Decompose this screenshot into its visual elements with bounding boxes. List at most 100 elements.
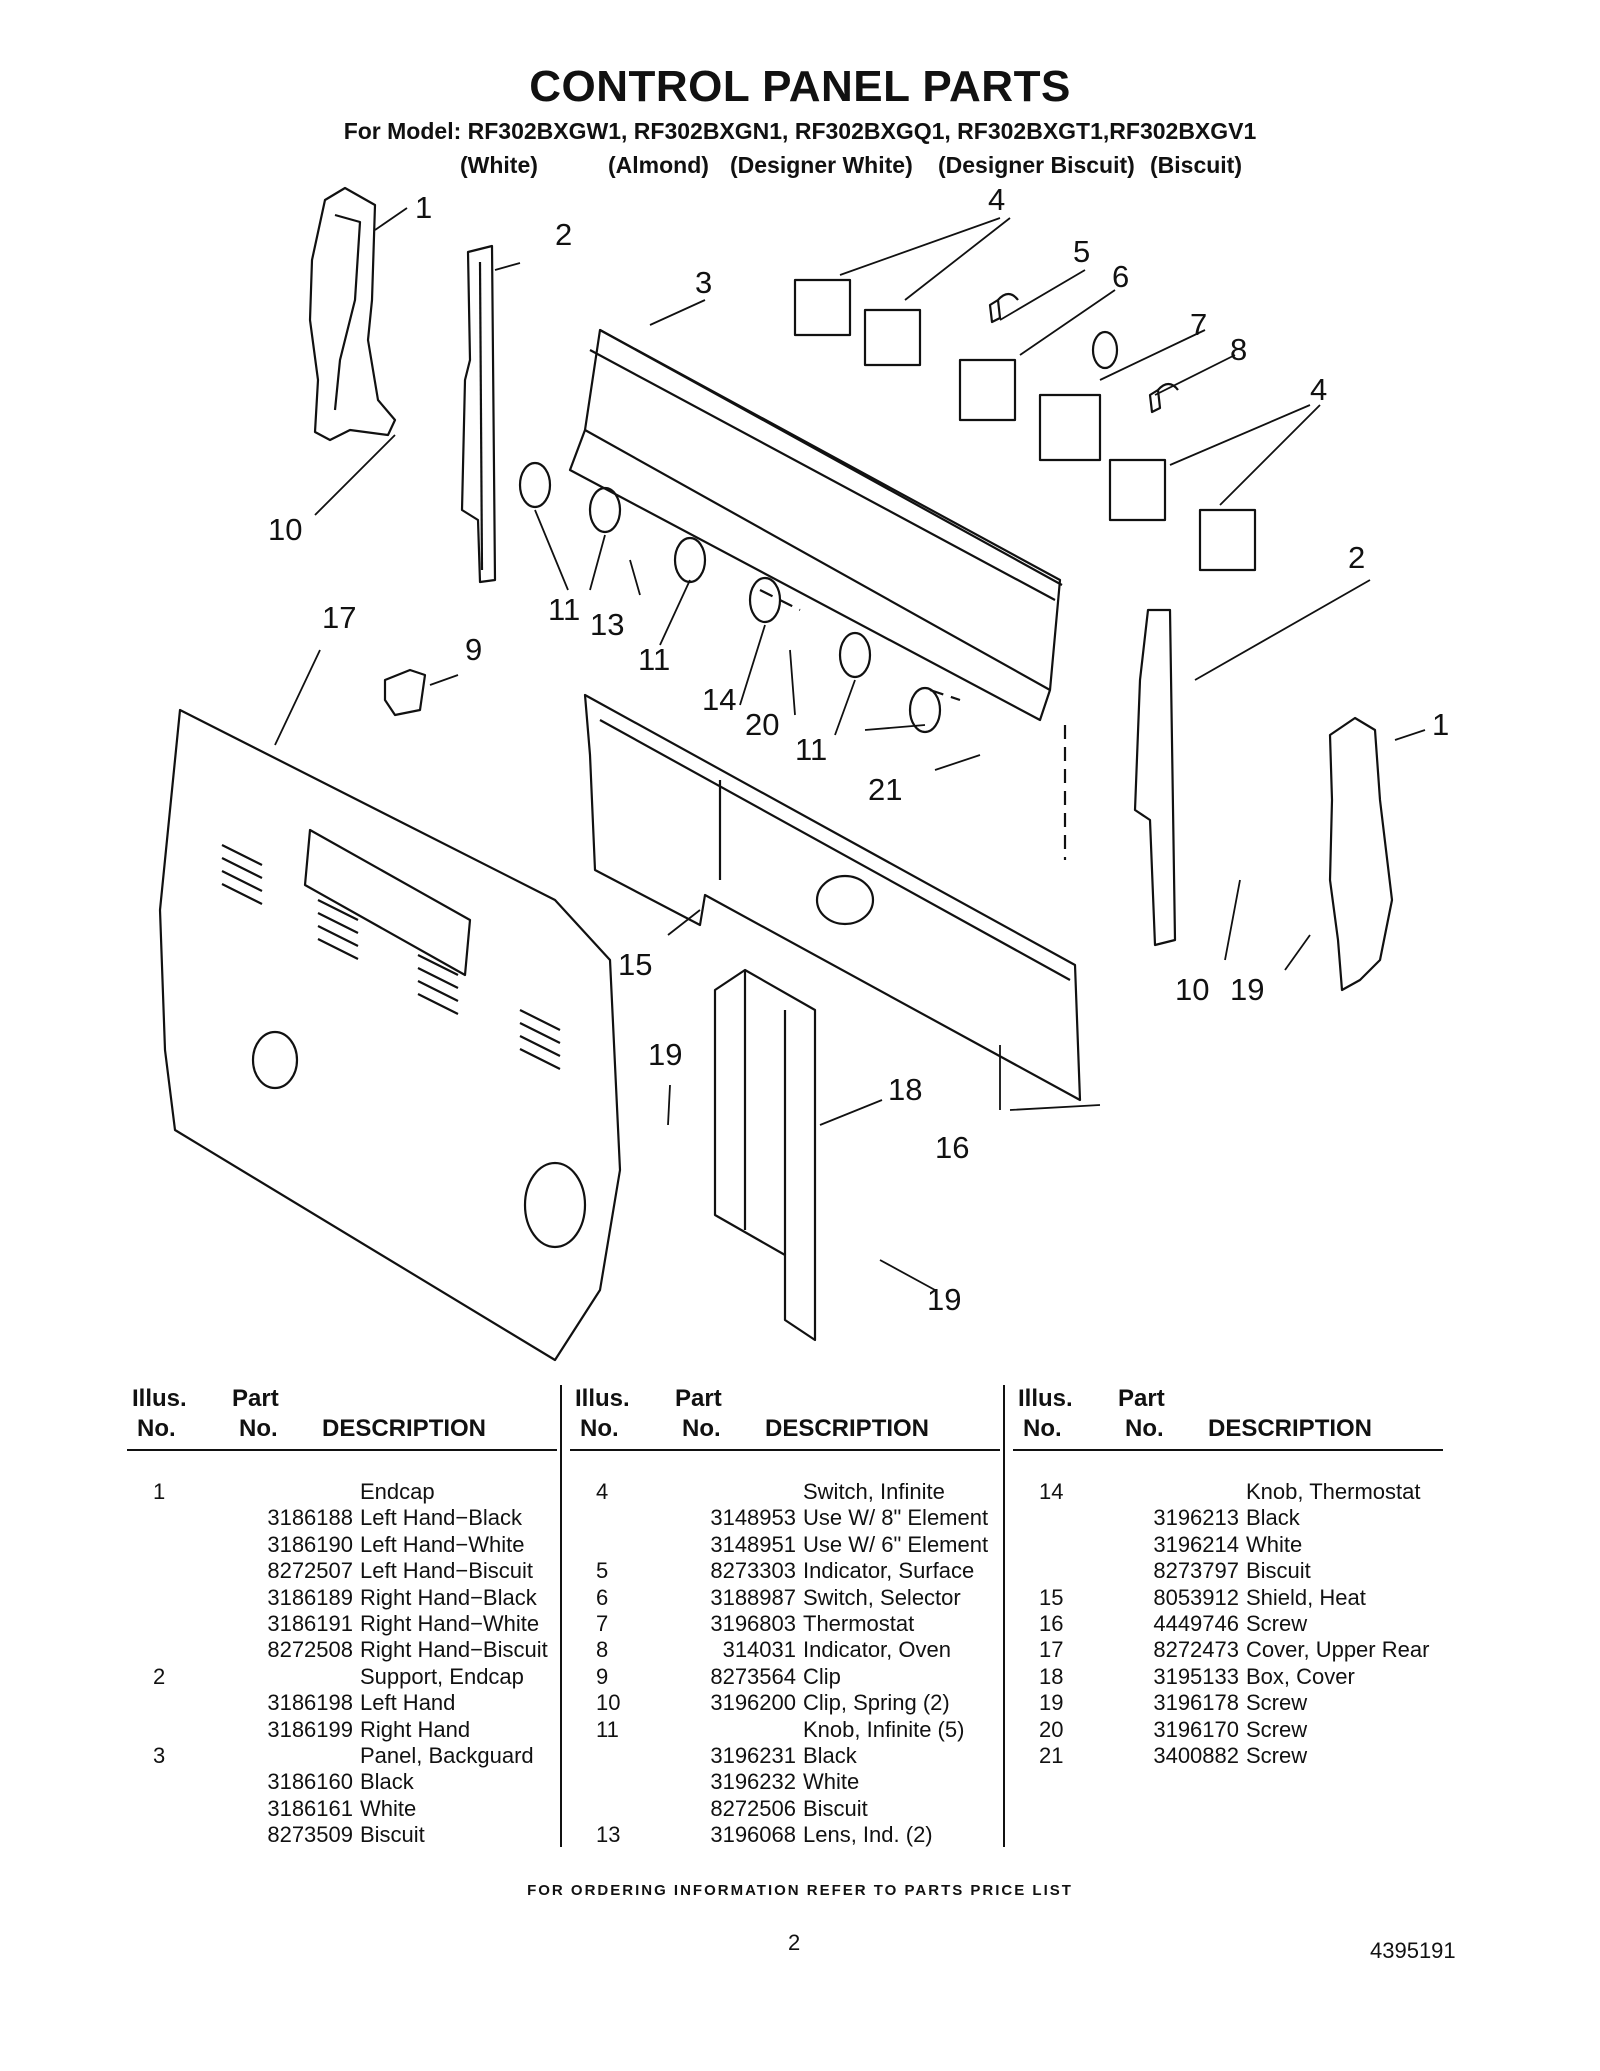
part-description: Screw	[1246, 1690, 1308, 1716]
table-row: 3148951 Use W/ 6" Element	[570, 1532, 1000, 1558]
callout-13: 13	[590, 607, 624, 642]
header-rule	[570, 1449, 1000, 1451]
part-number: 3196231	[710, 1742, 796, 1768]
part-description: Indicator, Oven	[803, 1637, 951, 1663]
part-description: Use W/ 6" Element	[803, 1531, 989, 1557]
part-description: White	[1246, 1531, 1303, 1557]
header-description: DESCRIPTION	[765, 1415, 930, 1442]
part-description: Shield, Heat	[1246, 1584, 1366, 1610]
header-illus-no: No.	[137, 1415, 176, 1442]
header-description: DESCRIPTION	[322, 1415, 487, 1442]
illus-number: 7	[596, 1610, 609, 1636]
part-number: 3148951	[710, 1531, 796, 1557]
callout-3: 3	[695, 265, 712, 300]
part-description: Right Hand	[360, 1716, 471, 1742]
illus-number: 9	[596, 1663, 609, 1689]
callout-16: 16	[935, 1130, 969, 1165]
part-number: 3186160	[267, 1769, 353, 1795]
switch-infinite-2	[863, 308, 922, 367]
part-description: Cover, Upper Rear	[1246, 1637, 1430, 1663]
part-description: Support, Endcap	[360, 1663, 524, 1689]
part-description: Screw	[1246, 1610, 1308, 1636]
header-illus: Illus.	[132, 1385, 187, 1412]
part-description: Screw	[1246, 1742, 1308, 1768]
callout-19-center: 19	[648, 1037, 682, 1072]
part-description: Lens, Ind. (2)	[803, 1822, 933, 1848]
part-number: 3186161	[267, 1795, 353, 1821]
callout-4-top: 4	[988, 182, 1005, 217]
header-illus: Illus.	[1018, 1385, 1073, 1412]
part-number: 3196232	[710, 1769, 796, 1795]
header-part: Part	[232, 1385, 279, 1412]
color-white: (White)	[460, 152, 538, 178]
illus-number: 2	[153, 1663, 166, 1689]
part-description: Thermostat	[803, 1610, 915, 1636]
callout-1-right: 1	[1432, 707, 1449, 742]
part-description: Left Hand	[360, 1690, 456, 1716]
callout-7: 7	[1190, 307, 1207, 342]
support-left-drawing	[460, 244, 497, 584]
illus-number: 11	[596, 1716, 619, 1742]
part-number: 8272507	[267, 1558, 353, 1584]
part-number: 314031	[722, 1637, 796, 1663]
part-number: 3196214	[1153, 1531, 1239, 1557]
color-designer-biscuit: (Designer Biscuit)	[938, 152, 1135, 178]
part-description: Right Hand−White	[360, 1610, 540, 1636]
table-row: 2 Support, Endcap	[127, 1664, 557, 1690]
part-description: Switch, Selector	[803, 1584, 961, 1610]
column-divider	[1003, 1385, 1005, 1847]
callout-11-a: 11	[548, 592, 580, 627]
callout-2-right: 2	[1348, 540, 1365, 575]
support-right-drawing	[1133, 608, 1177, 947]
part-description: Knob, Thermostat	[1246, 1479, 1421, 1504]
part-description: Left Hand−Black	[360, 1505, 523, 1531]
exploded-parts-diagram: 1 2 3 4 5 6 7 8 4 10 11 13 11 14 20 11 2…	[158, 182, 1449, 1362]
document-number: 4395191	[1370, 1938, 1456, 1963]
page-number: 2	[788, 1930, 801, 1955]
callout-20: 20	[745, 707, 779, 742]
part-description: Right Hand−Biscuit	[360, 1637, 548, 1663]
part-number: 3400882	[1153, 1742, 1239, 1768]
part-number: 3186191	[267, 1610, 353, 1636]
part-description: Biscuit	[1246, 1558, 1311, 1584]
part-description: Black	[1246, 1505, 1300, 1531]
part-number: 3196213	[1153, 1505, 1239, 1531]
switch-selector	[958, 358, 1017, 422]
part-number: 8053912	[1153, 1584, 1239, 1610]
illus-number: 10	[596, 1690, 621, 1716]
model-list: For Model: RF302BXGW1, RF302BXGN1, RF302…	[343, 118, 1257, 144]
part-description: Screw	[1246, 1716, 1308, 1742]
header-illus: Illus.	[575, 1385, 630, 1412]
callout-6: 6	[1112, 259, 1129, 294]
part-number: 3186190	[267, 1531, 353, 1557]
illus-number: 6	[596, 1584, 609, 1610]
